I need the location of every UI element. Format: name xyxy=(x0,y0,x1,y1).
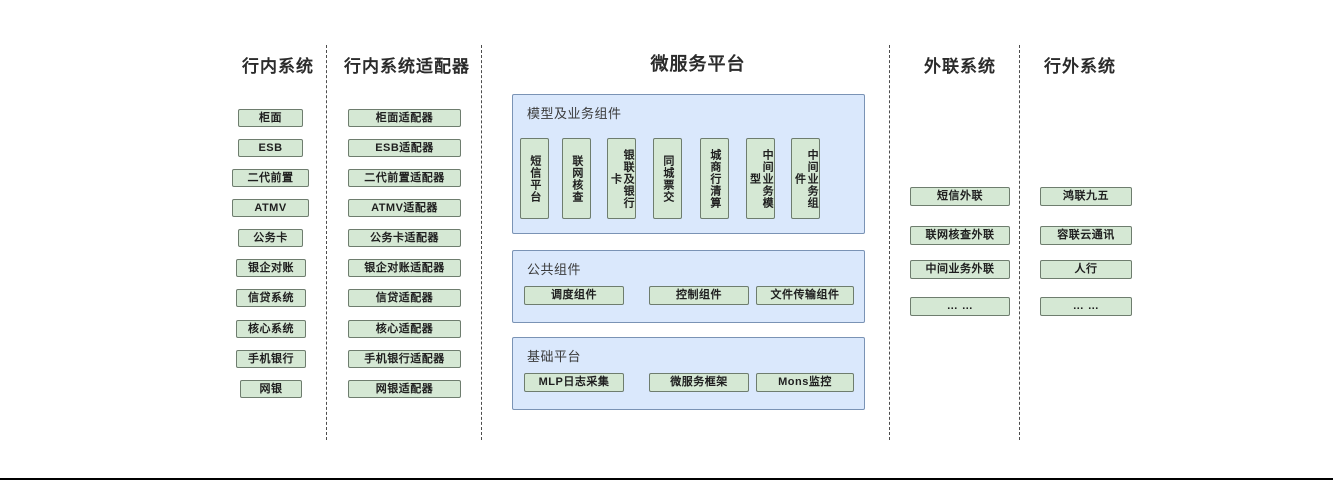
node-in-bank-adapter[interactable]: 网银适配器 xyxy=(348,380,461,398)
node-model-component[interactable]: 中间业务组件 xyxy=(791,138,820,219)
node-outside-bank-system[interactable]: 鸿联九五 xyxy=(1040,187,1132,206)
node-in-bank-adapter[interactable]: 手机银行适配器 xyxy=(348,350,461,368)
node-external-link-system[interactable]: 中间业务外联 xyxy=(910,260,1010,279)
node-in-bank-system[interactable]: ATMV xyxy=(232,199,309,217)
node-in-bank-system[interactable]: 信贷系统 xyxy=(236,289,306,307)
node-base-platform-component[interactable]: 微服务框架 xyxy=(649,373,749,392)
node-in-bank-system[interactable]: ESB xyxy=(238,139,303,157)
bottom-divider xyxy=(0,478,1333,480)
node-in-bank-system[interactable]: 核心系统 xyxy=(236,320,306,338)
node-base-platform-component[interactable]: Mons监控 xyxy=(756,373,854,392)
node-public-component[interactable]: 调度组件 xyxy=(524,286,624,305)
column-title-in-bank-systems: 行内系统 xyxy=(242,57,314,76)
node-model-component[interactable]: 短信平台 xyxy=(520,138,549,219)
node-in-bank-adapter[interactable]: ATMV适配器 xyxy=(348,199,461,217)
node-in-bank-adapter[interactable]: 核心适配器 xyxy=(348,320,461,338)
node-in-bank-adapter[interactable]: 二代前置适配器 xyxy=(348,169,461,187)
node-in-bank-adapter[interactable]: 公务卡适配器 xyxy=(348,229,461,247)
node-outside-bank-system[interactable]: … … xyxy=(1040,297,1132,316)
node-outside-bank-system[interactable]: 人行 xyxy=(1040,260,1132,279)
node-public-component[interactable]: 控制组件 xyxy=(649,286,749,305)
column-separator-3 xyxy=(889,45,890,440)
column-separator-2 xyxy=(481,45,482,440)
node-in-bank-system[interactable]: 公务卡 xyxy=(238,229,303,247)
node-in-bank-adapter[interactable]: ESB适配器 xyxy=(348,139,461,157)
node-external-link-system[interactable]: 短信外联 xyxy=(910,187,1010,206)
node-external-link-system[interactable]: … … xyxy=(910,297,1010,316)
node-in-bank-system[interactable]: 银企对账 xyxy=(236,259,306,277)
node-in-bank-system[interactable]: 手机银行 xyxy=(236,350,306,368)
column-title-microservice-platform: 微服务平台 xyxy=(650,54,746,74)
node-model-component[interactable]: 同城票交 xyxy=(653,138,682,219)
panel-title-model-and-business-components: 模型及业务组件 xyxy=(527,106,622,121)
column-title-in-bank-adapters: 行内系统适配器 xyxy=(344,57,470,76)
panel-title-base-platform: 基础平台 xyxy=(527,349,582,364)
column-title-external-link-systems: 外联系统 xyxy=(924,57,996,76)
node-in-bank-system[interactable]: 网银 xyxy=(240,380,302,398)
node-in-bank-system[interactable]: 柜面 xyxy=(238,109,303,127)
node-in-bank-adapter[interactable]: 柜面适配器 xyxy=(348,109,461,127)
node-public-component[interactable]: 文件传输组件 xyxy=(756,286,854,305)
node-base-platform-component[interactable]: MLP日志采集 xyxy=(524,373,624,392)
node-outside-bank-system[interactable]: 容联云通讯 xyxy=(1040,226,1132,245)
panel-title-public-components: 公共组件 xyxy=(527,262,582,277)
node-model-component[interactable]: 联网核查 xyxy=(562,138,591,219)
node-external-link-system[interactable]: 联网核查外联 xyxy=(910,226,1010,245)
node-model-component[interactable]: 城商行清算 xyxy=(700,138,729,219)
node-model-component[interactable]: 银联及银行卡 xyxy=(607,138,636,219)
column-separator-4 xyxy=(1019,45,1020,440)
node-in-bank-adapter[interactable]: 信贷适配器 xyxy=(348,289,461,307)
node-in-bank-system[interactable]: 二代前置 xyxy=(232,169,309,187)
column-title-outside-bank-systems: 行外系统 xyxy=(1044,57,1116,76)
column-separator-1 xyxy=(326,45,327,440)
node-in-bank-adapter[interactable]: 银企对账适配器 xyxy=(348,259,461,277)
node-model-component[interactable]: 中间业务模型 xyxy=(746,138,775,219)
